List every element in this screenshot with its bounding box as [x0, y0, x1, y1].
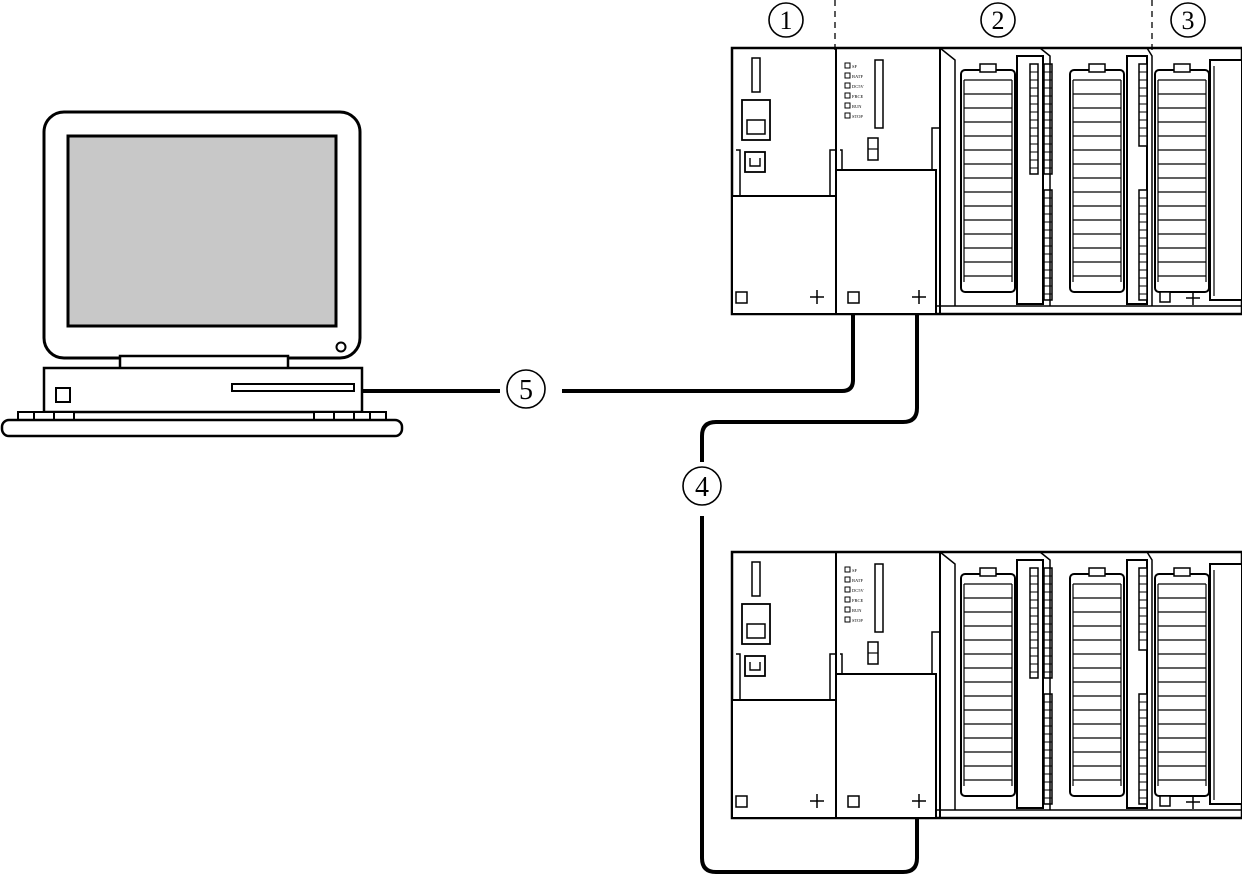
callout-1-label: 1 — [780, 6, 793, 35]
callout-4-label: 4 — [695, 472, 709, 503]
callout-5: 5 — [506, 369, 546, 409]
led-label-stop: STOP — [852, 618, 863, 623]
plc-rack-icon — [732, 552, 1242, 818]
led-label-dc5v: DC5V — [852, 588, 865, 593]
plc-station-bottom: SF BATF DC5V FRCE RUN STOP — [732, 552, 1242, 818]
callout-2: 2 — [980, 2, 1016, 38]
disk-drive-slot — [231, 383, 355, 392]
led-label-batf: BATF — [852, 578, 864, 583]
callout-3-label: 3 — [1182, 6, 1195, 35]
keyboard — [0, 418, 404, 438]
callout-2-label: 2 — [992, 6, 1005, 35]
led-label-frce: FRCE — [852, 598, 864, 603]
led-label-sf: SF — [852, 64, 858, 69]
callout-4: 4 — [682, 466, 722, 506]
cpu-led-labels: SF BATF DC5V FRCE RUN STOP — [852, 64, 865, 119]
cable-cpu-to-station-lower — [700, 516, 919, 874]
plc-station-top: SF BATF DC5V FRCE RUN STOP — [732, 48, 1242, 314]
cable-cpu-to-station-upper — [700, 314, 919, 462]
callout-3: 3 — [1170, 2, 1206, 38]
plc-rack-icon — [732, 48, 1242, 314]
desktop-computer-icon — [0, 110, 404, 438]
led-label-batf: BATF — [852, 74, 864, 79]
cpu-led-labels: SF BATF DC5V FRCE RUN STOP — [852, 568, 865, 623]
cable-computer-to-cpu — [362, 314, 855, 393]
led-label-run: RUN — [852, 104, 862, 109]
callout-1: 1 — [768, 2, 804, 38]
led-label-sf: SF — [852, 568, 858, 573]
led-label-stop: STOP — [852, 114, 863, 119]
power-button-icon — [55, 387, 71, 403]
monitor-screen — [66, 134, 338, 328]
led-label-frce: FRCE — [852, 94, 864, 99]
computer — [0, 110, 404, 438]
callout-5-label: 5 — [519, 375, 533, 406]
led-label-run: RUN — [852, 608, 862, 613]
led-label-dc5v: DC5V — [852, 84, 865, 89]
power-led-icon — [335, 341, 347, 353]
